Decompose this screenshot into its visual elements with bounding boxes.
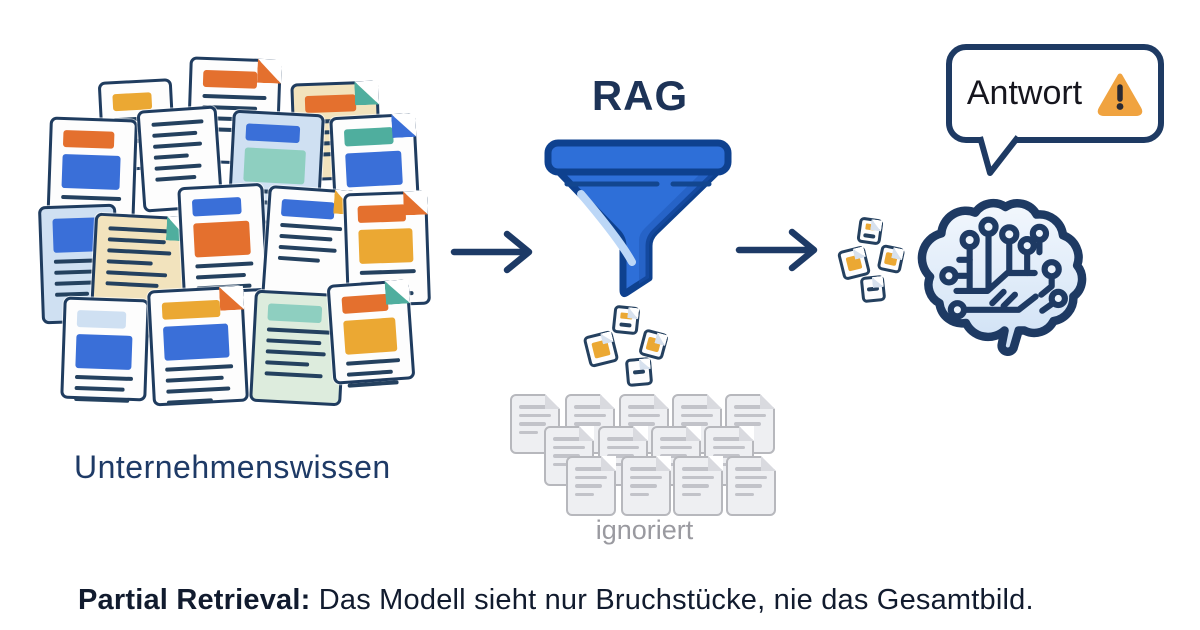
document-fragment-icon [611,304,641,336]
ignored-label: ignoriert [595,515,694,545]
grayed-document-icon [726,456,776,516]
grayed-document-icon [566,456,616,516]
caption-bold: Partial Retrieval: [78,584,311,616]
arrow-right-icon [450,230,533,274]
document-fragment-icon [582,329,620,369]
document-icon [60,296,150,403]
document-icon [177,182,269,296]
grayed-document-icon [510,394,560,454]
grayed-document-icon [673,456,723,516]
document-fragment-icon [637,328,670,361]
caption: Partial Retrieval: Das Modell sieht nur … [78,584,1034,617]
speech-bubble: Antwort [946,44,1164,143]
grayed-document-icon [621,456,671,516]
document-fragment-icon [836,245,872,281]
document-fragment-icon [624,356,654,388]
document-icon [147,285,249,407]
speech-bubble-tail [977,135,1021,176]
caption-rest: Das Modell sieht nur Bruchstücke, nie da… [310,584,1034,616]
ai-brain-circuit-icon [917,199,1087,356]
process-title: RAG [591,72,689,119]
document-fragment-icon [856,216,884,246]
answer-label: Antwort [966,74,1083,112]
source-label: Unternehmensw​issen [74,449,391,485]
warning-triangle-icon [1097,73,1143,116]
document-fragment-icon [859,274,887,304]
arrow-right-icon [735,228,818,272]
document-icon [326,279,416,388]
funnel-icon [544,139,732,298]
